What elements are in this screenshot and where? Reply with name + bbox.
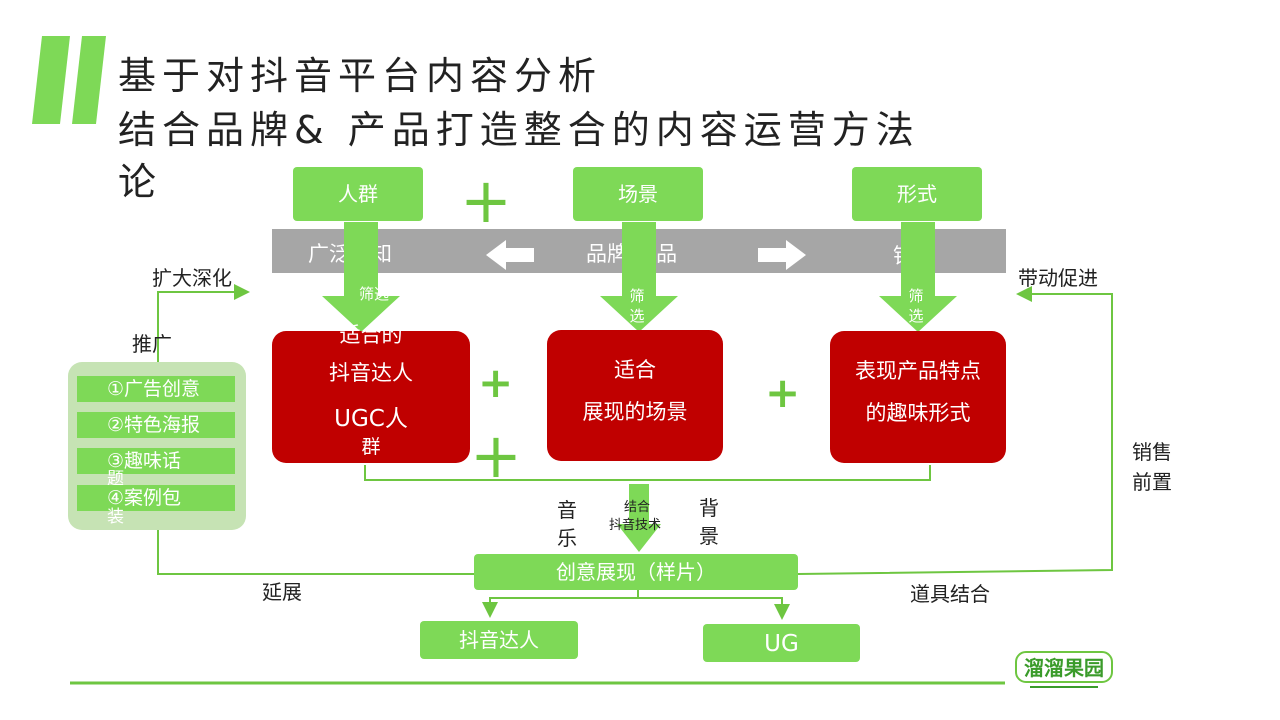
red-box-scene-line-2: 展现的场景: [582, 400, 688, 424]
filter-label-1: 筛选: [359, 285, 390, 303]
bottom-box-talent: 抖音达人: [420, 621, 578, 659]
promo-item-3-wrap: 题: [107, 469, 124, 489]
red-box-form-line-2: 的趣味形式: [865, 401, 971, 425]
label-sales-pre-1: 销售: [1132, 440, 1172, 464]
red-box-scene-line-1: 适合: [614, 358, 656, 382]
label-promote: 推广: [132, 332, 172, 356]
filter-label-3: 筛选: [908, 287, 924, 325]
red-box-talent: 适合的 抖音达人 UGC人 群: [272, 323, 470, 463]
label-combine-1: 结合: [624, 500, 651, 515]
label-music-2: 乐: [557, 526, 577, 550]
label-sales-pre-2: 前置: [1132, 470, 1172, 494]
label-props: 道具结合: [910, 582, 990, 606]
red-box-form: 表现产品特点 的趣味形式: [830, 331, 1006, 463]
red-box-talent-line-3: UGC人: [334, 406, 408, 432]
promo-item-2: ②特色海报: [77, 412, 235, 438]
label-expand: 扩大深化: [152, 266, 232, 290]
promo-item-4: ④案例包: [77, 485, 235, 511]
title-accent-bars: [32, 36, 106, 124]
label-bg-1: 背: [699, 496, 719, 520]
combine-arrow: [617, 484, 661, 552]
plus-icon-mid-right: +: [765, 368, 801, 417]
creative-box: 创意展现（样片）: [474, 554, 798, 590]
brand-logo-icon: 溜溜果园: [1015, 651, 1113, 688]
top-box-crowd: 人群: [293, 167, 423, 221]
promo-item-4-wrap: 装: [107, 507, 124, 527]
arrow-left-icon: [486, 240, 534, 270]
top-box-scene: 场景: [573, 167, 703, 221]
label-combine-2: 抖音技术: [609, 518, 662, 533]
plus-icon-mid-left: +: [478, 358, 514, 407]
brand-logo: 溜溜果园: [1012, 648, 1116, 692]
bottom-box-ugc: UG: [703, 624, 860, 662]
brand-logo-text: 溜溜果园: [1024, 656, 1104, 680]
red-box-talent-line-4: 群: [361, 436, 381, 458]
red-box-talent-line-2: 抖音达人: [329, 361, 413, 385]
promo-item-3: ③趣味话: [77, 448, 235, 474]
label-music-1: 音: [557, 498, 577, 522]
arrow-right-icon: [758, 240, 806, 270]
label-bg-2: 景: [699, 524, 719, 548]
plus-icon-bottom: +: [470, 419, 522, 492]
promo-item-1: ①广告创意: [77, 376, 235, 402]
title-line-2: 结合品牌& 产品打造整合的内容运营方法: [118, 108, 920, 152]
title-line-1: 基于对抖音平台内容分析: [118, 54, 603, 98]
plus-icon-top: +: [460, 164, 512, 237]
red-box-talent-line-1: 适合的: [339, 323, 403, 347]
red-box-form-line-1: 表现产品特点: [855, 359, 981, 383]
label-drive: 带动促进: [1018, 266, 1098, 290]
filter-label-2: 筛选: [629, 287, 645, 325]
label-extend: 延展: [262, 580, 302, 604]
filter-arrow-3: [879, 222, 957, 332]
title-line-3: 论: [118, 160, 163, 204]
filter-arrow-1: [322, 222, 400, 332]
filter-arrow-2: [600, 222, 678, 332]
top-box-form: 形式: [852, 167, 982, 221]
red-box-scene: 适合 展现的场景: [547, 330, 723, 461]
